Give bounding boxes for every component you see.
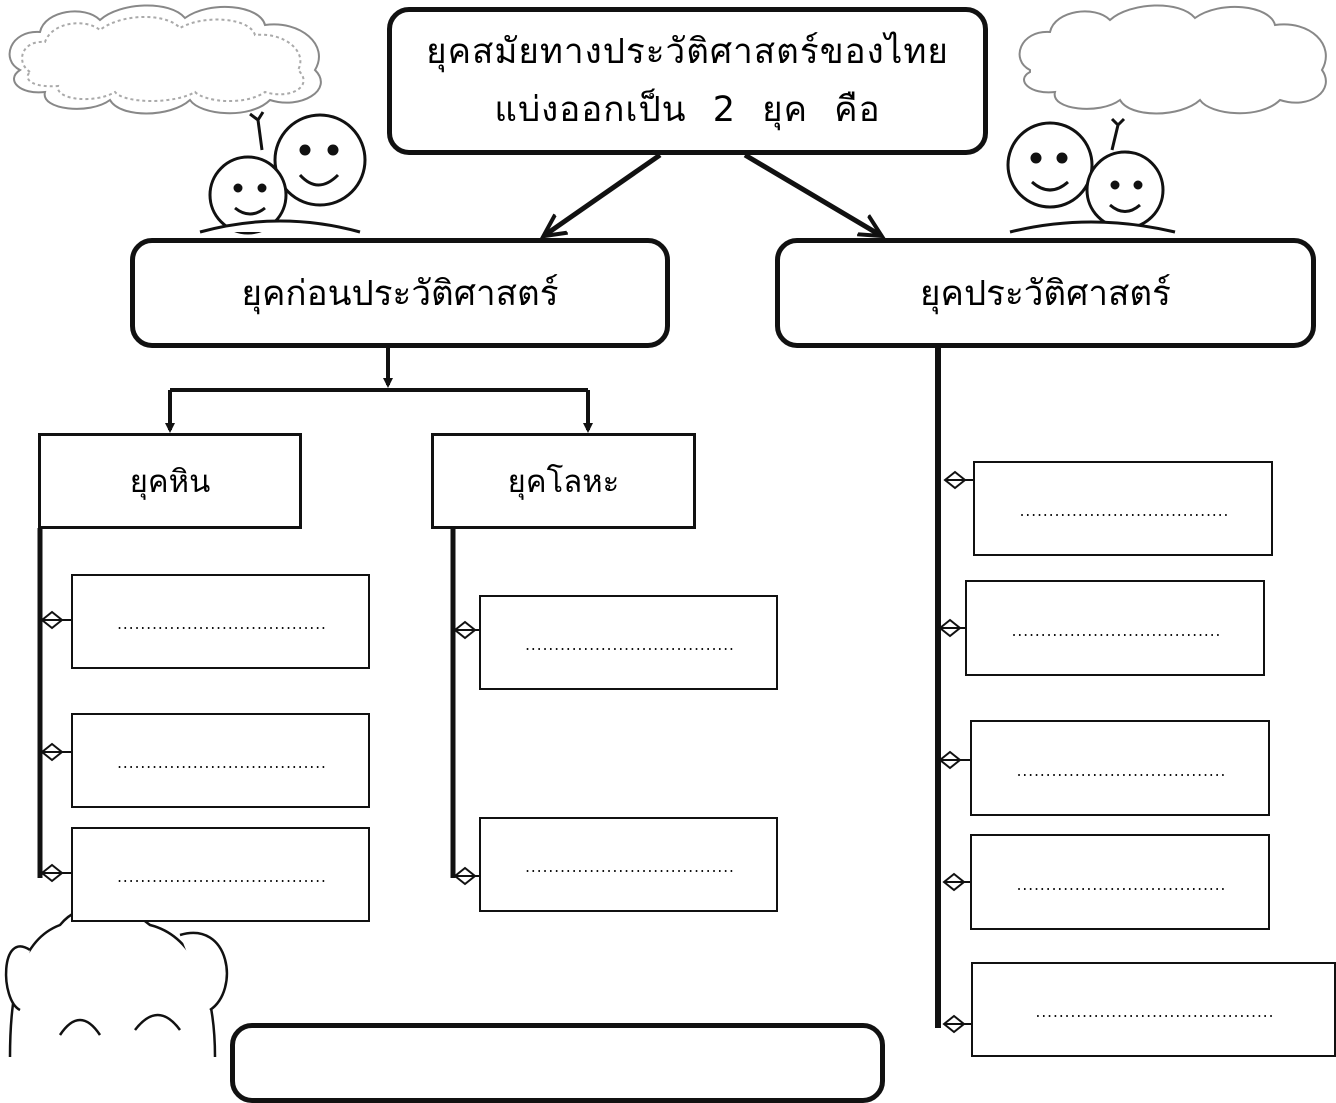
historic-box: ยุคประวัติศาสตร์ [775,238,1316,348]
answer-blank: .................................... [1018,505,1230,520]
stone-age-answer-box[interactable]: .................................... [71,574,370,669]
historic-answer-box[interactable]: ........................................… [971,962,1336,1057]
metal-age-label: ยุคโลหะ [507,464,620,500]
answer-blank: .................................... [115,618,328,633]
answer-blank: .................................... [1015,878,1227,894]
metal-age-answer-box[interactable]: .................................... [479,817,778,912]
children-icon [1006,117,1176,234]
metal-age-answer-box[interactable]: .................................... [479,595,778,690]
metal-age-box: ยุคโลหะ [431,433,696,529]
historic-answer-box[interactable]: .................................... [970,834,1270,930]
stone-age-answer-box[interactable]: .................................... [71,713,370,808]
prehistoric-box: ยุคก่อนประวัติศาสตร์ [130,238,670,348]
cloud-icon [1018,4,1327,115]
answer-blank: .................................... [1010,624,1222,640]
historic-answer-box[interactable]: .................................... [970,720,1270,816]
answer-blank: .................................... [523,861,736,876]
title-box: ยุคสมัยทางประวัติศาสตร์ของไทย แบ่งออกเป็… [387,7,988,155]
connector-lines [4,4,1327,1057]
title-line-1: ยุคสมัยทางประวัติศาสตร์ของไทย [426,32,949,72]
prehistoric-label: ยุคก่อนประวัติศาสตร์ [241,273,559,314]
answer-blank: ........................................… [1034,1006,1275,1021]
answer-blank: .................................... [1015,764,1227,780]
historic-answer-box[interactable]: .................................... [965,580,1265,676]
stone-age-box: ยุคหิน [38,433,302,529]
answer-blank: .................................... [523,639,736,654]
cloud-icon [8,4,322,115]
stone-age-label: ยุคหิน [129,464,211,500]
dog-icon [4,905,229,1057]
historic-answer-box[interactable]: .................................... [973,461,1273,556]
stone-age-answer-box[interactable]: .................................... [71,827,370,922]
title-line-2: แบ่งออกเป็น 2 ยุค คือ [494,90,881,130]
answer-blank: .................................... [115,871,328,886]
bottom-note-box [230,1023,885,1103]
children-icon [199,111,367,235]
answer-blank: .................................... [115,757,328,772]
historic-label: ยุคประวัติศาสตร์ [920,273,1171,314]
